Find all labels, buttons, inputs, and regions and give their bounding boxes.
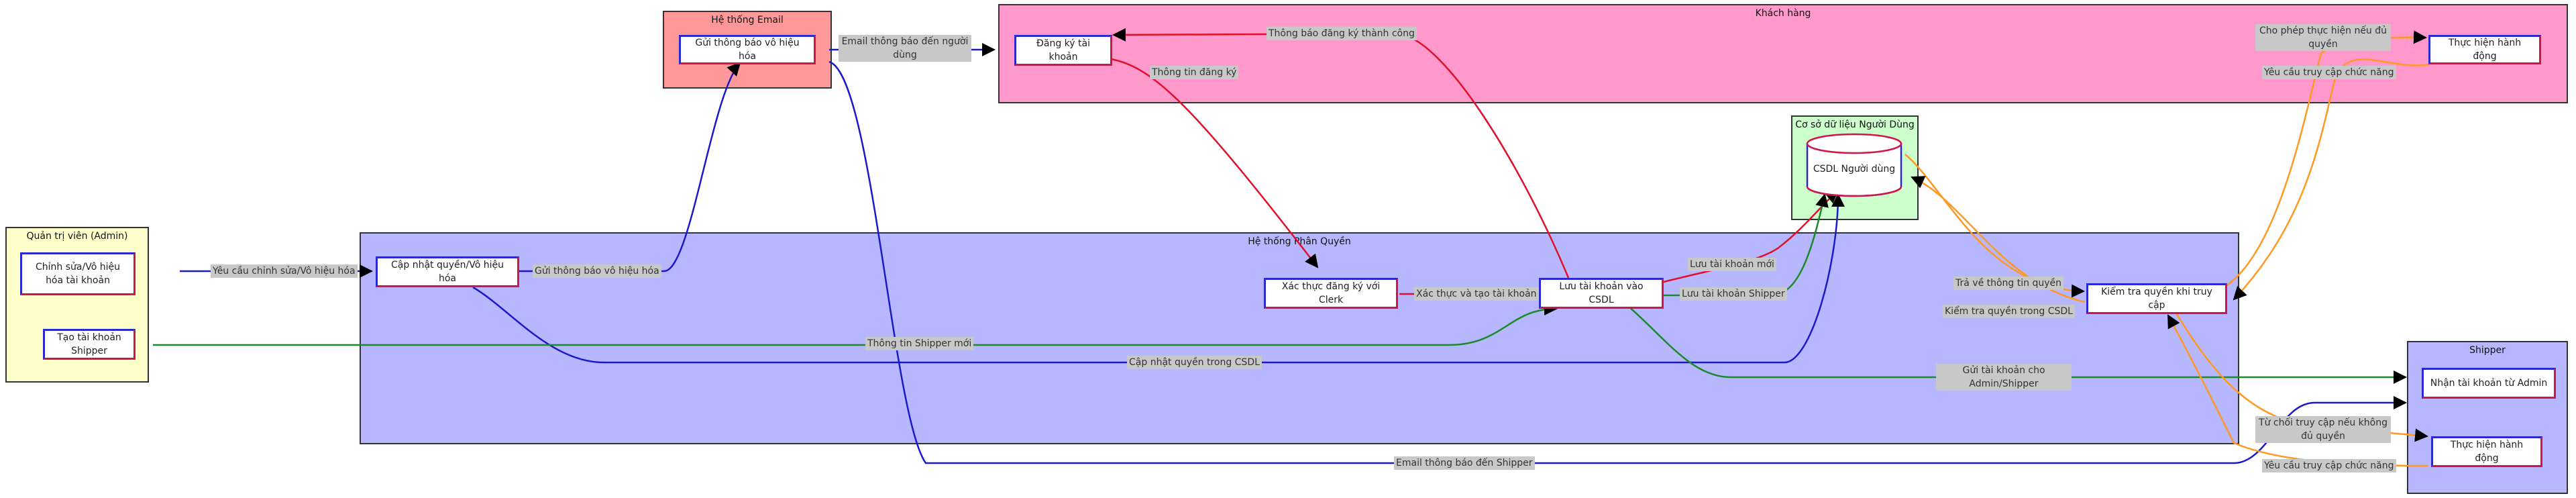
node-label: Chỉnh sửa/Vô hiệu hóa tài khoản — [36, 262, 120, 286]
node-clerk-verify: Xác thực đăng ký với Clerk — [1264, 278, 1398, 309]
node-label: Kiểm tra quyền khi truy cập — [2101, 287, 2212, 311]
cluster-title: Hệ thống Email — [711, 15, 784, 26]
edge-label-email-to-user: Email thông báo đến người dùng — [839, 35, 971, 62]
node-save-account: Lưu tài khoản vào CSDL — [1539, 278, 1664, 309]
edge-send-account — [1623, 301, 2407, 384]
edge-label-save-shipper-account: Lưu tài khoản Shipper — [1680, 287, 1787, 301]
node-create-shipper-account: Tạo tài khoản Shipper — [43, 329, 136, 360]
node-label: Tạo tài khoản Shipper — [57, 332, 121, 356]
node-send-disable-notice: Gửi thông báo vô hiệu hóa — [679, 35, 816, 64]
edge-label-shipper-request: Yêu cầu truy cập chức năng — [2262, 459, 2396, 472]
edge-label-send-account: Gửi tài khoản cho Admin/Shipper — [1936, 364, 2072, 391]
node-register-account: Đăng ký tài khoản — [1014, 35, 1112, 66]
cluster-authorization-system: Hệ thống Phân Quyền — [360, 232, 2239, 444]
edge-label-verify-and-create: Xác thực và tạo tài khoản — [1414, 287, 1539, 301]
edge-register-to-clerk — [1110, 58, 1319, 268]
edge-label-return-permission: Trả về thông tin quyền — [1953, 277, 2063, 290]
node-customer-perform-action: Thực hiện hành động — [2428, 35, 2541, 64]
node-admin-edit-disable: Chỉnh sửa/Vô hiệu hóa tài khoản — [20, 252, 136, 295]
node-label: Lưu tài khoản vào CSDL — [1559, 281, 1644, 305]
edge-label-send-disable-notice: Gửi thông báo vô hiệu hóa — [533, 264, 661, 278]
node-label: Xác thực đăng ký với Clerk — [1281, 281, 1381, 305]
cluster-title: Shipper — [2469, 345, 2506, 356]
edge-customer-request — [2233, 58, 2430, 301]
node-check-permission: Kiểm tra quyền khi truy cập — [2086, 283, 2227, 314]
edge-label-new-shipper-info: Thông tin Shipper mới — [865, 337, 974, 350]
database-cylinder-icon — [1806, 133, 1902, 197]
edge-label-deny-access: Từ chối truy cập nếu không đủ quyền — [2255, 416, 2391, 443]
edge-update-to-db — [472, 193, 1845, 364]
node-label: Đăng ký tài khoản — [1036, 38, 1090, 62]
node-receive-account: Nhận tài khoản từ Admin — [2422, 368, 2556, 399]
edge-label-allow-if-permitted: Cho phép thực hiện nếu đủ quyền — [2255, 24, 2391, 51]
cluster-title: Khách hàng — [1755, 8, 1811, 19]
edge-db-to-check — [1904, 154, 2085, 298]
edge-label-save-new-account: Lưu tài khoản mới — [1688, 258, 1776, 271]
edge-label-check-permission-db: Kiểm tra quyền trong CSDL — [1943, 305, 2075, 318]
edge-save-shipper-to-db — [1664, 193, 1829, 297]
cluster-customer: Khách hàng — [998, 4, 2568, 103]
edge-shipper-request — [2167, 314, 2429, 467]
node-label: Gửi thông báo vô hiệu hóa — [695, 38, 800, 62]
cluster-shipper: Shipper — [2407, 341, 2568, 494]
edge-check-to-db — [1911, 176, 2086, 303]
edge-email-to-shipper — [828, 60, 2407, 464]
edge-label-admin-edit-request: Yêu cầu chỉnh sửa/Vô hiệu hóa — [211, 264, 358, 278]
node-update-permission: Cập nhật quyền/Vô hiệu hóa — [376, 256, 519, 287]
edge-create-shipper-to-save — [153, 302, 1558, 346]
edge-label-customer-request: Yêu cầu truy cập chức năng — [2262, 66, 2396, 79]
cluster-title: Cơ sở dữ liệu Người Dùng — [1795, 119, 1915, 130]
node-user-database: CSDL Người dùng — [1813, 164, 1896, 175]
node-label: Thực hiện hành động — [2448, 38, 2522, 62]
edge-label-register-info: Thông tin đăng ký — [1150, 66, 1239, 79]
cluster-title: Hệ thống Phân Quyền — [1248, 236, 1351, 247]
node-label: Nhận tài khoản từ Admin — [2430, 378, 2548, 389]
cluster-title: Quản trị viên (Admin) — [26, 231, 128, 242]
node-label: Cập nhật quyền/Vô hiệu hóa — [391, 260, 504, 284]
edge-update-to-email — [519, 62, 741, 272]
node-label: Thực hiện hành động — [2450, 440, 2524, 464]
edge-label-update-permission-db: Cập nhật quyền trong CSDL — [1127, 356, 1262, 369]
edge-label-email-to-shipper: Email thông báo đến Shipper — [1394, 456, 1535, 470]
edge-label-register-success: Thông báo đăng ký thành công — [1267, 27, 1417, 40]
node-shipper-perform-action: Thực hiện hành động — [2431, 436, 2542, 467]
